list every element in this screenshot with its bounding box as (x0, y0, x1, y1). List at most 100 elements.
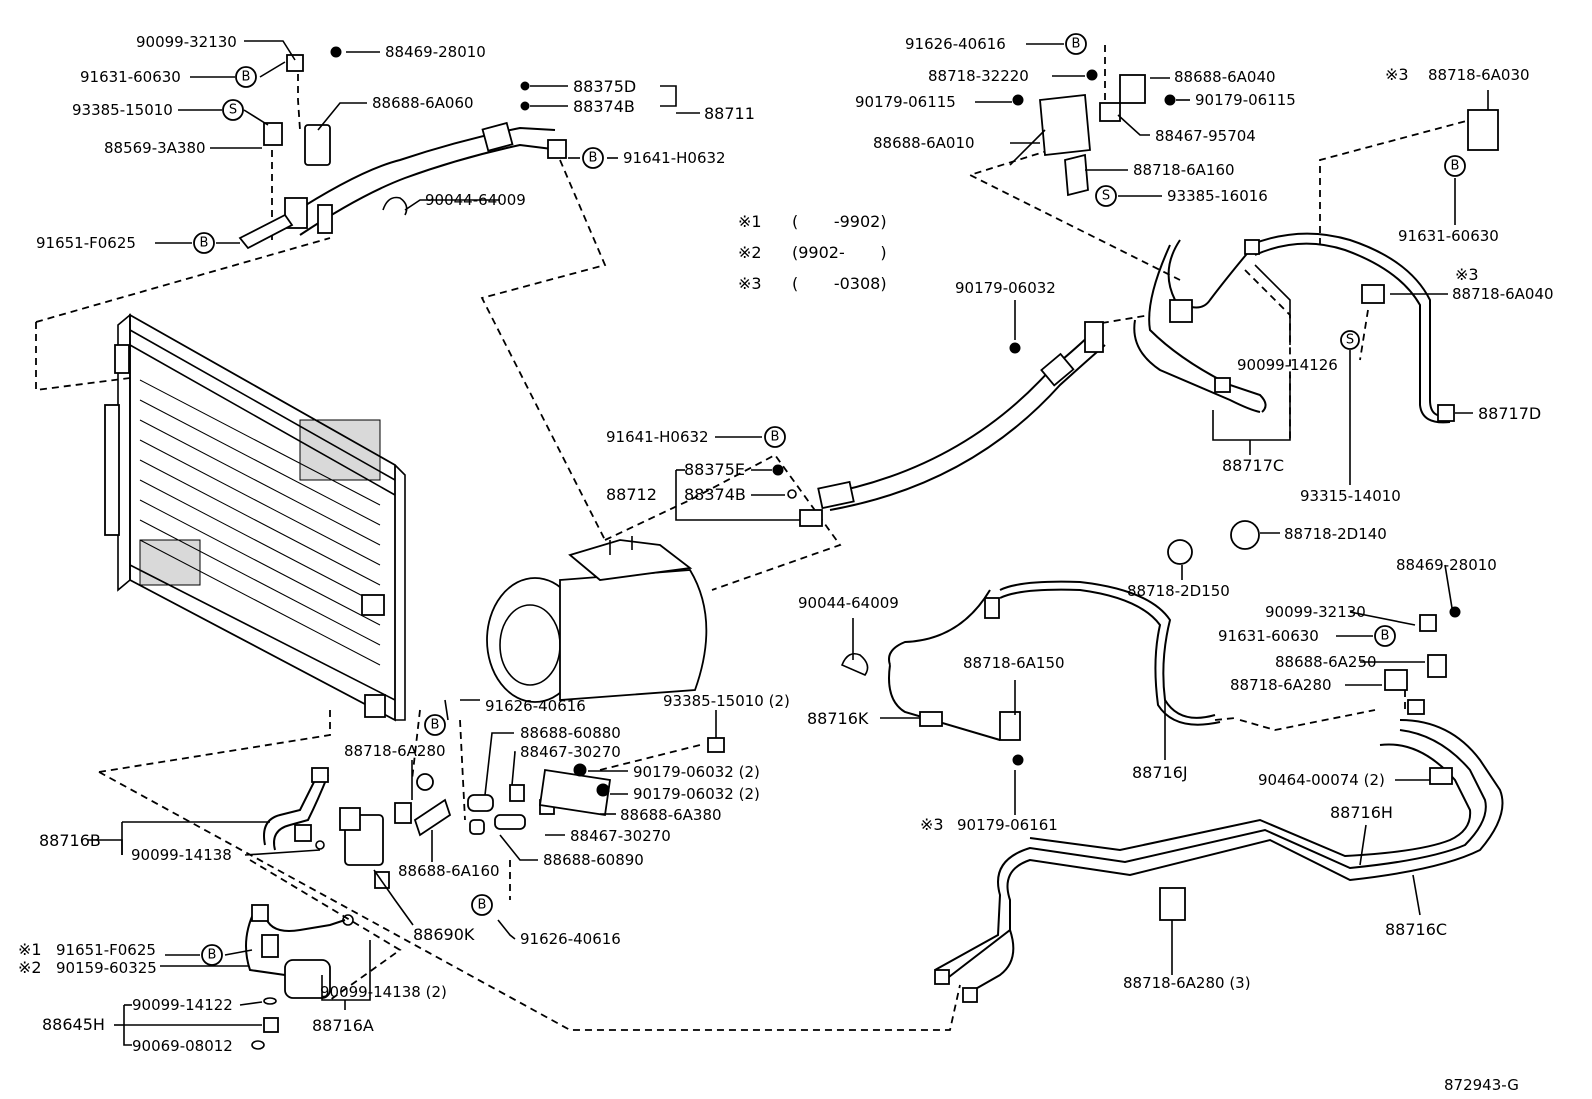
part-label: 90099-32130 (136, 33, 237, 51)
part-label: 88716A (312, 1016, 374, 1035)
part-label: 90044-64009 (425, 191, 526, 209)
note-3-range: ( -0308) (792, 274, 887, 293)
part-label: 91641-H0632 (623, 149, 726, 167)
marker-b: B (764, 426, 786, 448)
svg-text:S: S (1102, 189, 1110, 204)
part-label: 88716B (39, 831, 101, 850)
figure-id: 872943-G (1444, 1076, 1519, 1094)
suction-hose-88712 (772, 321, 1106, 527)
part-label: 88645H (42, 1015, 105, 1034)
part-label: 90099-14126 (1237, 356, 1338, 374)
part-label: 88690K (413, 925, 475, 944)
part-label: 88718-6A280 (1230, 676, 1332, 694)
part-label: 88569-3A380 (104, 139, 206, 157)
part-label: 91631-60630 (1218, 627, 1319, 645)
marker-b: B (1374, 625, 1396, 647)
part-label-marker: ※3 (920, 815, 944, 834)
compressor-assembly (486, 536, 708, 703)
marker-b: B (1444, 155, 1466, 177)
part-label: 88711 (704, 104, 755, 123)
marker-b: B (424, 714, 446, 736)
part-label-marker: ※3 (1385, 65, 1409, 84)
svg-text:B: B (431, 718, 440, 733)
part-label: 88718-6A280 (3) (1123, 974, 1251, 992)
part-label: 90179-06115 (1195, 91, 1296, 109)
part-label: 88717D (1478, 404, 1541, 423)
part-label: 88467-95704 (1155, 127, 1256, 145)
part-label: 90179-06161 (957, 816, 1058, 834)
part-label: 88718-2D150 (1127, 582, 1230, 600)
part-label: 90044-64009 (798, 594, 899, 612)
note-2-range: (9902- ) (792, 243, 887, 262)
marker-s: S (1095, 185, 1117, 207)
circle-markers: B S B B B S B S B B B B B (193, 33, 1466, 966)
part-label: 88688-6A010 (873, 134, 975, 152)
lower-left-components (245, 737, 725, 1050)
svg-text:B: B (589, 151, 598, 166)
part-label: 90179-06115 (855, 93, 956, 111)
discharge-hose-88711 (238, 46, 567, 250)
svg-text:B: B (478, 898, 487, 913)
part-label: 93385-16016 (1167, 187, 1268, 205)
part-label: 88718-6A150 (963, 654, 1065, 672)
part-label-marker: ※1 (18, 940, 42, 959)
part-label: 88688-60880 (520, 724, 621, 742)
part-label: 88716K (807, 709, 869, 728)
pressure-switch-bracket (1009, 69, 1176, 197)
part-label: 88718-6A040 (1452, 285, 1554, 303)
part-label: 90179-06032 (955, 279, 1056, 297)
svg-text:B: B (200, 236, 209, 251)
part-label: 88718-2D140 (1284, 525, 1387, 543)
part-label: 88374B (573, 97, 635, 116)
svg-text:B: B (1451, 159, 1460, 174)
part-label: 88375E (684, 460, 745, 479)
part-label: 88718-32220 (928, 67, 1029, 85)
marker-s: S (222, 99, 244, 121)
svg-text:S: S (1346, 333, 1354, 348)
part-label: 88688-6A060 (372, 94, 474, 112)
marker-b: B (201, 944, 223, 966)
part-label: 91626-40616 (520, 930, 621, 948)
part-label: 90099-14122 (132, 996, 233, 1014)
part-label: 88467-30270 (570, 827, 671, 845)
part-label: 88718-6A280 (344, 742, 446, 760)
part-label: 88469-28010 (1396, 556, 1497, 574)
svg-text:S: S (229, 103, 237, 118)
part-label: 88688-60890 (543, 851, 644, 869)
variant-notes: ※1 ( -9902) ※2 (9902- ) ※3 ( -0308) (738, 212, 887, 293)
part-label: 90179-06032 (2) (633, 785, 760, 803)
part-label: 90069-08012 (132, 1037, 233, 1055)
upper-right-pipes (1133, 109, 1499, 565)
part-label: 88467-30270 (520, 743, 621, 761)
part-label-marker: ※3 (1455, 265, 1479, 284)
assembly-dashed-lines (35, 45, 1471, 1031)
part-label: 88718-6A160 (1133, 161, 1235, 179)
part-label: 91651-F0625 (36, 234, 136, 252)
part-label-marker: ※2 (18, 958, 42, 977)
note-2-mark: ※2 (738, 243, 762, 262)
part-label: 93385-15010 (2) (663, 692, 790, 710)
part-label: 88374B (684, 485, 746, 504)
part-label: 90179-06032 (2) (633, 763, 760, 781)
part-label: 90464-00074 (2) (1258, 771, 1385, 789)
part-label: 90099-32130 (1265, 603, 1366, 621)
svg-text:B: B (1381, 629, 1390, 644)
note-3-mark: ※3 (738, 274, 762, 293)
marker-b: B (193, 232, 215, 254)
lower-right-pipes (840, 580, 1504, 1003)
part-label: 88712 (606, 485, 657, 504)
part-label: 90159-60325 (56, 959, 157, 977)
part-label: 93385-15010 (72, 101, 173, 119)
note-1-mark: ※1 (738, 212, 762, 231)
part-label: 88716C (1385, 920, 1447, 939)
part-label: 88375D (573, 77, 636, 96)
svg-text:B: B (242, 70, 251, 85)
marker-b: B (471, 894, 493, 916)
part-label: 90099-14138 (131, 846, 232, 864)
marker-s: S (1340, 330, 1360, 350)
svg-text:B: B (1072, 37, 1081, 52)
part-label: 88716H (1330, 803, 1393, 822)
marker-b: B (235, 66, 257, 88)
